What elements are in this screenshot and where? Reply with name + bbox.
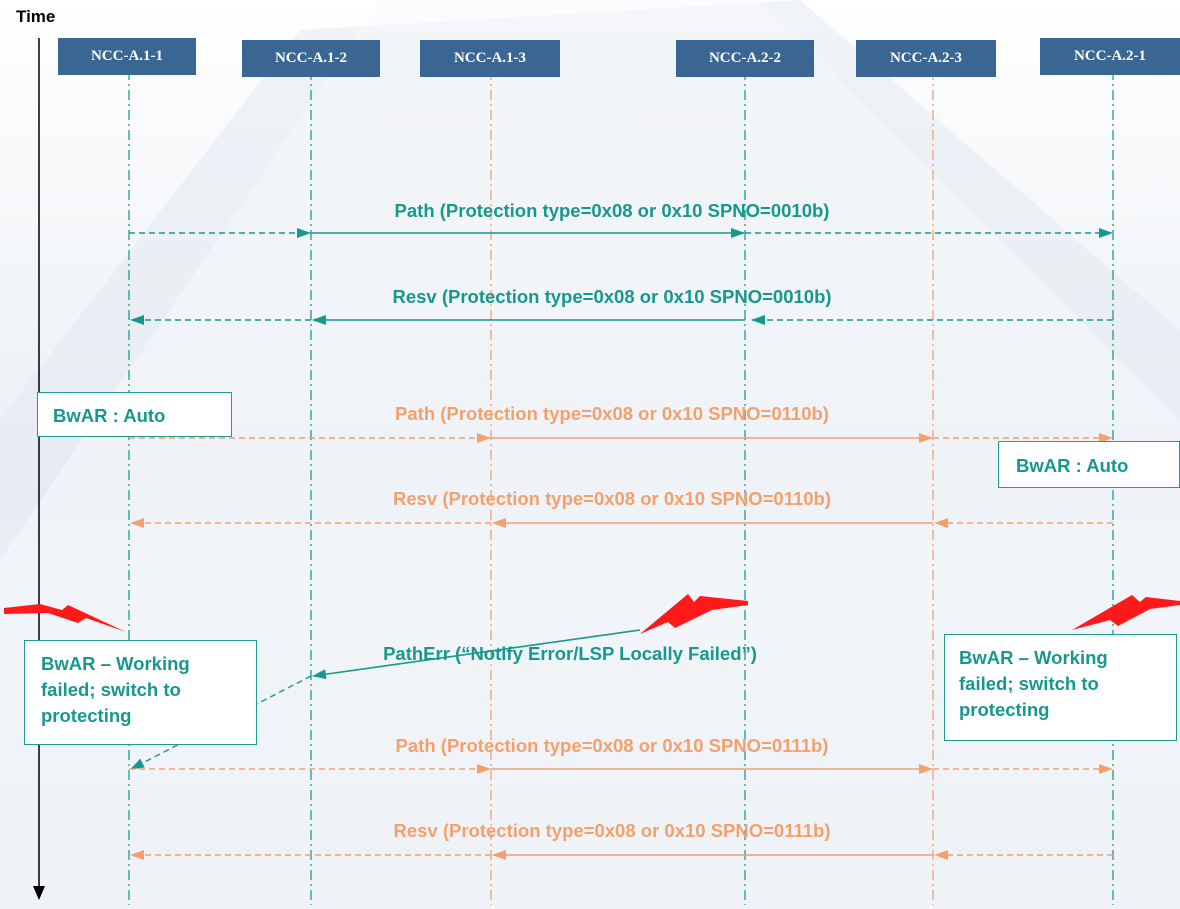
message-label-path-0110b: Path (Protection type=0x08 or 0x10 SPNO=… — [395, 403, 829, 424]
note-line: BwAR – Working — [41, 653, 190, 674]
message-label-patherr: PathErr (“Notify Error/LSP Locally Faile… — [383, 643, 757, 664]
node-ncc-a22: NCC-A.2-2 — [676, 40, 814, 77]
note-line: failed; switch to — [41, 679, 181, 700]
note-text: BwAR : Auto — [1016, 455, 1129, 476]
node-ncc-a21: NCC-A.2-1 — [1040, 38, 1180, 75]
note-bwar-auto-left: BwAR : Auto — [37, 392, 232, 437]
message-label-resv-0010b: Resv (Protection type=0x08 or 0x10 SPNO=… — [392, 286, 832, 307]
note-line: protecting — [959, 699, 1050, 720]
message-label-path-0010b: Path (Protection type=0x08 or 0x10 SPNO=… — [394, 200, 830, 221]
message-label-resv-0110b: Resv (Protection type=0x08 or 0x10 SPNO=… — [392, 488, 832, 509]
note-line: failed; switch to — [959, 673, 1099, 694]
node-ncc-a23: NCC-A.2-3 — [856, 40, 996, 77]
note-line: BwAR – Working — [959, 647, 1108, 668]
note-line: protecting — [41, 705, 132, 726]
failure-bolt-icon-right — [1072, 595, 1180, 630]
time-axis-arrow — [33, 886, 45, 900]
note-bwar-fail-left: BwAR – Working failed; switch to protect… — [24, 640, 257, 745]
lifelines — [128, 70, 1114, 905]
note-text: BwAR : Auto — [53, 405, 166, 426]
failure-bolt-icon-left — [4, 604, 126, 632]
node-ncc-a11: NCC-A.1-1 — [58, 38, 196, 75]
time-axis-label: Time — [16, 7, 56, 26]
node-ncc-a12: NCC-A.1-2 — [242, 40, 380, 77]
message-label-path-0111b: Path (Protection type=0x08 or 0x10 SPNO=… — [395, 735, 829, 756]
node-ncc-a13: NCC-A.1-3 — [420, 40, 560, 77]
note-bwar-auto-right: BwAR : Auto — [998, 441, 1180, 488]
message-label-resv-0111b: Resv (Protection type=0x08 or 0x10 SPNO=… — [393, 820, 831, 841]
note-bwar-fail-right: BwAR – Working failed; switch to protect… — [944, 634, 1177, 741]
failure-bolt-icon-center — [640, 594, 748, 634]
